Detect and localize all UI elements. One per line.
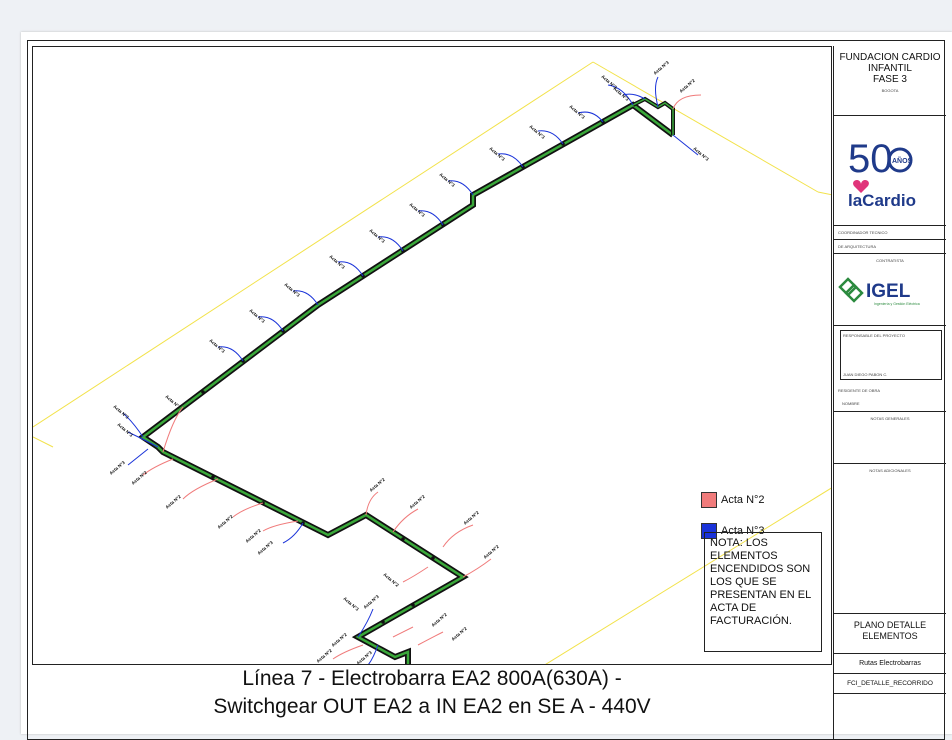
responsible-cell: RESPONSABLE DEL PROYECTO JUAN DIEGO PABO… (834, 326, 946, 386)
plan-code-cell: FCI_DETALLE_RECORRIDO (834, 674, 946, 694)
svg-text:Acta N°3: Acta N°3 (112, 404, 130, 420)
additional-notes-cell: NOTAS ADICIONALES (834, 464, 946, 614)
project-title-l3: FASE 3 (873, 74, 907, 85)
svg-text:Acta N°2: Acta N°2 (450, 626, 468, 642)
svg-text:Acta N°3: Acta N°3 (652, 60, 670, 76)
svg-text:Acta N°3: Acta N°3 (362, 594, 380, 610)
drawing-caption: Línea 7 - Electrobarra EA2 800A(630A) - … (32, 665, 832, 721)
acta-3-leaders (122, 76, 699, 664)
svg-text:Acta N°3: Acta N°3 (438, 172, 456, 188)
svg-text:Acta N°2: Acta N°2 (315, 648, 333, 664)
svg-text:Acta N°3: Acta N°3 (283, 282, 301, 298)
contractor-cell: CONTRATISTA IGEL Ingeniería y Gestión El… (834, 254, 946, 326)
svg-text:Acta N°3: Acta N°3 (408, 202, 426, 218)
svg-text:Acta N°2: Acta N°2 (382, 572, 400, 588)
svg-text:Acta N°3: Acta N°3 (355, 650, 373, 665)
logo-name: laCardio (848, 191, 916, 210)
igel-name: IGEL (866, 281, 911, 302)
legend-item-acta-2: Acta N°2 (701, 492, 765, 508)
project-title-l2: INFANTIL (868, 63, 912, 74)
svg-text:Acta N°3: Acta N°3 (528, 124, 546, 140)
legend-swatch (701, 492, 717, 508)
svg-text:Acta N°3: Acta N°3 (248, 308, 266, 324)
drawing-sheet: Acta N°2 Acta N°3 Acta N°3 Acta N°3 Acta… (21, 32, 952, 740)
architect-cell: DE ARQUITECTURA (834, 240, 946, 254)
coordinator-cell: COORDINADOR TECNICO (834, 226, 946, 240)
legend-item-acta-3: Acta N°3 (701, 523, 765, 539)
svg-text:Acta N°3: Acta N°3 (692, 146, 710, 162)
svg-text:Acta N°2: Acta N°2 (130, 470, 148, 486)
svg-text:Acta N°3: Acta N°3 (368, 228, 386, 244)
svg-text:Acta N°2: Acta N°2 (430, 612, 448, 628)
acta-2-leaders (142, 94, 702, 660)
svg-text:Acta N°3: Acta N°3 (108, 460, 126, 476)
project-cell: FUNDACION CARDIO INFANTIL FASE 3 BOGOTA (834, 46, 946, 116)
svg-text:Acta N°2: Acta N°2 (216, 514, 234, 530)
svg-text:Acta N°2: Acta N°2 (482, 544, 500, 560)
svg-text:Acta N°2: Acta N°2 (462, 510, 480, 526)
city-label: BOGOTA (881, 88, 899, 93)
logo-anos: AÑOS (892, 156, 913, 165)
svg-text:Acta N°3: Acta N°3 (208, 338, 226, 354)
svg-text:Acta N°2: Acta N°2 (330, 632, 348, 648)
floor-boundary (33, 61, 831, 664)
plan-subtitle-cell: Rutas Electrobarras (834, 654, 946, 674)
general-notes-cell: NOTAS GENERALES (834, 412, 946, 464)
plan-title-cell: PLANO DETALLE ELEMENTOS (834, 614, 946, 654)
svg-text:Acta N°2: Acta N°2 (408, 494, 426, 510)
client-logo-cell: 50 AÑOS laCardio (834, 116, 946, 226)
svg-text:Acta N°2: Acta N°2 (368, 477, 386, 493)
heart-icon (853, 179, 869, 193)
note-box: NOTA: LOS ELEMENTOS ENCENDIDOS SON LOS Q… (704, 532, 822, 652)
legend-swatch (701, 523, 717, 539)
lacardio-logo: 50 AÑOS laCardio (848, 137, 916, 210)
svg-text:Acta N°3: Acta N°3 (116, 422, 134, 438)
title-block: FUNDACION CARDIO INFANTIL FASE 3 BOGOTA … (833, 46, 946, 740)
svg-text:Acta N°2: Acta N°2 (164, 494, 182, 510)
legend-label: Acta N°2 (721, 493, 765, 506)
resident-cell: RESIDENTE DE OBRA NOMBRE (834, 386, 946, 412)
legend-label: Acta N°3 (721, 524, 765, 537)
svg-text:Acta N°3: Acta N°3 (256, 540, 274, 556)
igel-sub: Ingeniería y Gestión Eléctrica (874, 302, 920, 306)
svg-text:Acta N°2: Acta N°2 (678, 78, 696, 94)
element-tags: Acta N°2 Acta N°3 Acta N°3 Acta N°3 Acta… (108, 60, 710, 665)
svg-text:Acta N°2: Acta N°2 (164, 394, 182, 410)
caption-line-2: Switchgear OUT EA2 a IN EA2 en SE A - 44… (213, 695, 651, 718)
caption-line-1: Línea 7 - Electrobarra EA2 800A(630A) - (242, 667, 622, 690)
project-title: FUNDACION CARDIO (839, 52, 941, 63)
svg-text:Acta N°3: Acta N°3 (342, 596, 360, 612)
svg-text:Acta N°2: Acta N°2 (244, 528, 262, 544)
logo-number: 50 (848, 137, 893, 181)
drawing-area: Acta N°2 Acta N°3 Acta N°3 Acta N°3 Acta… (32, 46, 832, 665)
isometric-busway-diagram: Acta N°2 Acta N°3 Acta N°3 Acta N°3 Acta… (33, 60, 831, 665)
busway-route (137, 96, 675, 664)
igel-logo: IGEL Ingeniería y Gestión Eléctrica (838, 277, 920, 306)
